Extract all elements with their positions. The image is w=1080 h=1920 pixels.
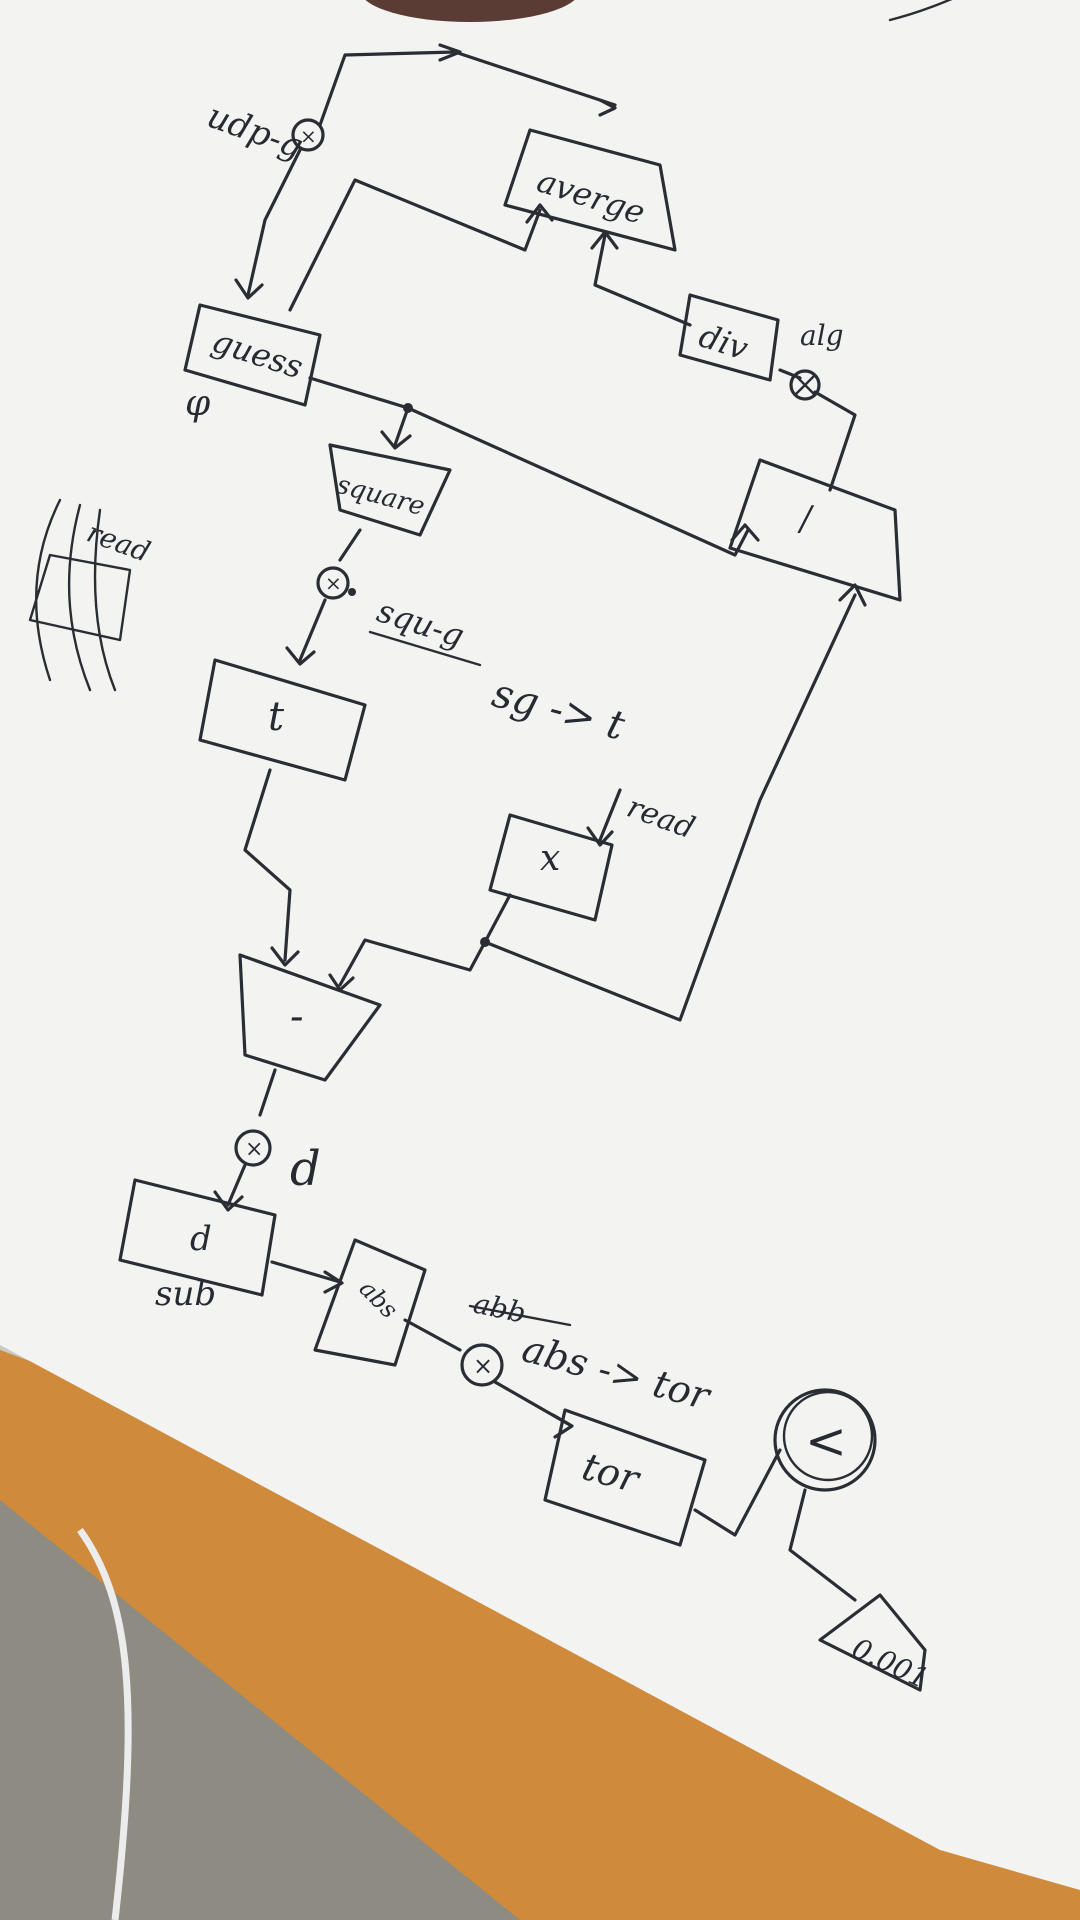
arrow-minus-1 [270,946,300,967]
arrow-sub [213,1190,244,1212]
wire-square-mux [338,528,362,562]
wire-mux-divide [813,390,857,492]
strike-line [368,630,482,667]
arrow-x [586,826,614,847]
alg-label: alg [800,319,844,352]
wire-tor-compare [693,1448,782,1537]
wire-to-square [393,406,410,447]
arrow-divide-in-2 [838,583,867,607]
t-block [198,658,367,782]
arrow-top [438,43,462,62]
wire-t-minus [243,768,292,962]
mux-mark: × [300,124,317,148]
x-label: x [540,838,560,879]
arrow-abs [323,1270,344,1294]
guess-init-label: φ [185,383,211,424]
sub-struck-mark: d [190,1219,212,1259]
tor-mux-icon [460,1343,504,1387]
const-block [818,1593,927,1692]
square-block [328,443,452,537]
sq-mux-mark: × [325,571,342,595]
t-label: t [268,694,285,740]
wire-const-compare [788,1488,857,1602]
strike-line-2 [468,1304,572,1327]
d-mux-icon [234,1129,272,1167]
x-block [488,813,614,922]
arrow-square [380,430,412,450]
wire-d-sub [226,1163,247,1207]
d-mux-mark: × [245,1137,263,1162]
wire-guess-divide [308,376,750,557]
average-block [503,128,677,252]
arrow-t [285,646,316,666]
d-label: d [290,1141,321,1197]
sub-block [118,1178,277,1297]
wire-to-guess [246,148,302,297]
less-than-label: < [805,1412,847,1470]
tor-mux-mark: × [473,1352,493,1380]
arrow-average-in-2 [590,230,619,250]
alg-mux-icon [789,369,821,401]
minus-label: - [290,994,304,1040]
mux-icon [291,118,325,152]
comparator-circle [773,1388,877,1492]
sub-label: sub [155,1274,216,1314]
floor-shadow [0,1500,520,1920]
wire-x-minus [338,893,512,987]
cable [77,1527,132,1920]
wire-div-mux [778,368,802,380]
sq-mux-dot [348,588,356,596]
arrow-top-2 [598,98,617,117]
stray-mark [888,0,953,22]
comparator-scribble [782,1390,874,1482]
wire-abs-mux [403,1318,462,1352]
wire-minus-d [258,1068,277,1117]
minus-block [238,953,382,1082]
arrow-average-in [525,203,554,224]
guess-block [183,303,322,407]
finger [365,0,575,22]
sq-mux-icon [316,566,350,600]
wire-mux-t [298,598,327,662]
divide-block [728,458,902,602]
left-scribble [28,498,132,692]
wire-x-divide [483,593,857,1022]
div-block [678,293,780,382]
divide-label: / [797,499,815,539]
wire-sub-abs [270,1260,342,1284]
wire-guess-average [288,178,542,312]
wire-top-loop [318,50,617,127]
wire-read-x [598,788,622,842]
tor-block [543,1408,707,1547]
arrow-divide-in [730,523,760,542]
abs-block [313,1238,427,1367]
arrow-guess [234,278,264,300]
wire-div-average [593,233,692,327]
